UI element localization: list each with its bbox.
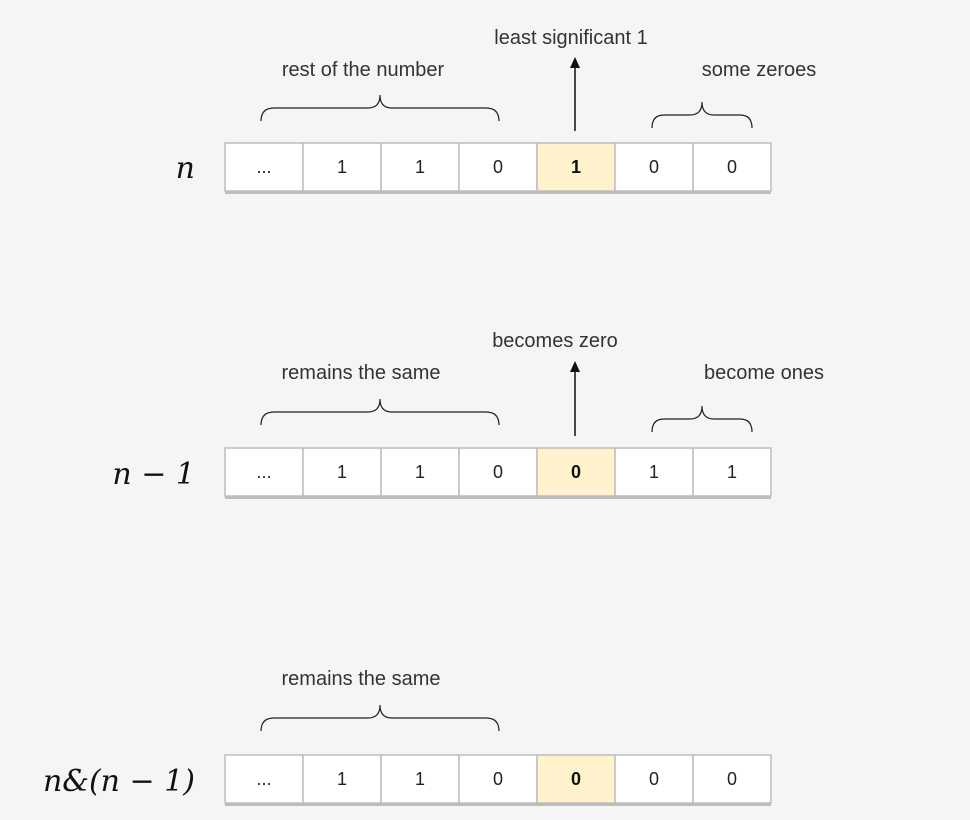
bit-cell: [224, 754, 304, 804]
bit-value: 1: [337, 769, 347, 789]
bit-value: 0: [571, 769, 581, 789]
bit-value: 0: [649, 769, 659, 789]
bit-cell: [224, 447, 304, 497]
row-underline: [225, 496, 771, 499]
bit-value: 1: [337, 157, 347, 177]
row-underline: [225, 191, 771, 194]
brace-become-ones: [651, 405, 753, 433]
brace-rest-of-number: [260, 94, 500, 122]
bit-value: 0: [493, 769, 503, 789]
bit-value: ...: [256, 157, 271, 177]
bit-value: 1: [649, 462, 659, 482]
bit-value: 1: [337, 462, 347, 482]
row-n-minus-1: n − 1 ... 1 1 0 0 1 1 remains the same becomes…: [112, 330, 824, 499]
bit-value: 0: [493, 462, 503, 482]
row-label-n-minus-1: n − 1: [112, 457, 195, 492]
bit-value: 1: [415, 769, 425, 789]
bit-value: 0: [727, 157, 737, 177]
bit-cell: [380, 754, 460, 804]
bit-value: 1: [415, 157, 425, 177]
annotation-remains-the-same-result: remains the same: [282, 668, 441, 690]
brace-remains-the-same: [260, 398, 500, 426]
bit-cell: [692, 447, 772, 497]
bit-cells-n-minus-1: ... 1 1 0 0 1 1: [224, 447, 772, 499]
annotation-rest-of-number: rest of the number: [282, 59, 445, 81]
bit-cell: [224, 142, 304, 192]
bit-cell-highlighted: [536, 754, 616, 804]
bit-cell: [380, 447, 460, 497]
arrow-up-icon: [570, 361, 580, 372]
bit-value: 0: [727, 769, 737, 789]
bit-value: ...: [256, 462, 271, 482]
bit-cells-n: ... 1 1 0 1 0 0: [224, 142, 772, 194]
bit-cell: [458, 142, 538, 192]
row-n: n ... 1 1 0 1 0 0 rest of the number least sig…: [176, 27, 817, 194]
row-label-n-and-n-minus-1: n&(n − 1): [43, 764, 195, 799]
bit-cell: [302, 142, 382, 192]
bit-value: 1: [727, 462, 737, 482]
bit-value: 0: [649, 157, 659, 177]
annotation-least-significant-1: least significant 1: [494, 27, 647, 49]
bit-value: ...: [256, 769, 271, 789]
annotation-become-ones: become ones: [704, 362, 824, 384]
bit-cell: [692, 754, 772, 804]
annotation-becomes-zero: becomes zero: [492, 330, 618, 352]
bit-cell: [692, 142, 772, 192]
row-n-and-n-minus-1: n&(n − 1) ... 1 1 0 0 0 0 remains the same: [43, 668, 772, 806]
bit-value: 1: [571, 157, 581, 177]
bit-cell: [302, 754, 382, 804]
bit-value: 1: [415, 462, 425, 482]
bit-cell: [614, 142, 694, 192]
bit-cell-highlighted: [536, 142, 616, 192]
brace-some-zeroes: [651, 101, 753, 129]
row-label-n: n: [176, 151, 195, 186]
bit-cells-n-and-n-minus-1: ... 1 1 0 0 0 0: [224, 754, 772, 806]
bit-cell-highlighted: [536, 447, 616, 497]
bit-cell: [458, 754, 538, 804]
bit-cell: [614, 447, 694, 497]
bit-value: 0: [571, 462, 581, 482]
bit-cell: [302, 447, 382, 497]
annotation-some-zeroes: some zeroes: [702, 59, 817, 81]
bit-value: 0: [493, 157, 503, 177]
row-underline: [225, 803, 771, 806]
bit-cell: [458, 447, 538, 497]
arrow-up-icon: [570, 57, 580, 68]
annotation-remains-the-same: remains the same: [282, 362, 441, 384]
brace-remains-the-same-result: [260, 704, 500, 732]
